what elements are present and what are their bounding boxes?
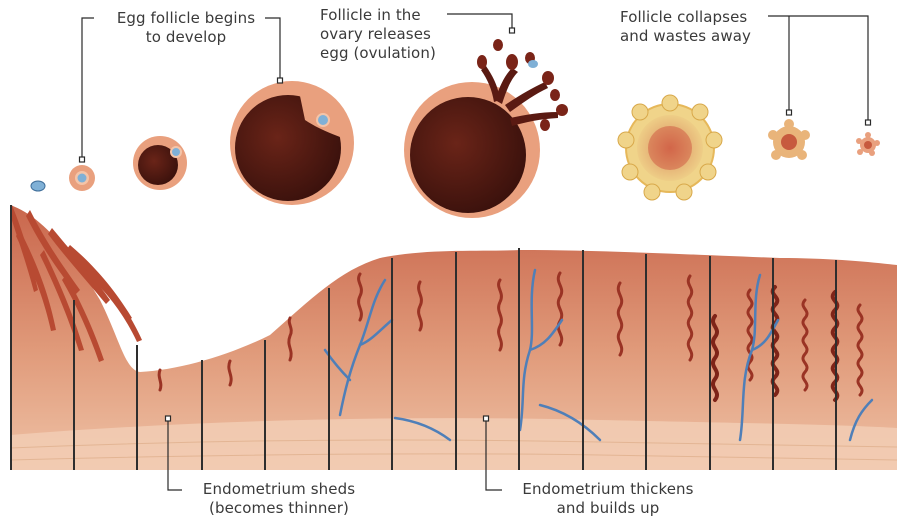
label-thickens-line2: and builds up — [557, 499, 660, 517]
corpus-shrinking — [768, 119, 810, 160]
label-ovulation-line3: egg (ovulation) — [320, 44, 436, 62]
label-ovulation-line2: ovary releases — [320, 25, 431, 43]
label-egg-follicle: Egg follicle begins to develop — [100, 9, 272, 47]
label-follicle-collapse: Follicle collapses and wastes away — [620, 8, 770, 46]
label-sheds-line2: (becomes thinner) — [209, 499, 349, 517]
label-collapse-line1: Follicle collapses — [620, 8, 747, 26]
label-collapse-line2: and wastes away — [620, 27, 751, 45]
follicle-stages — [31, 39, 880, 218]
label-egg-follicle-line1: Egg follicle begins — [117, 9, 255, 27]
label-egg-follicle-line2: to develop — [146, 28, 227, 46]
label-endometrium-thickens: Endometrium thickens and builds up — [508, 480, 708, 518]
follicle-secondary — [133, 136, 187, 190]
label-sheds-line1: Endometrium sheds — [203, 480, 355, 498]
follicle-primordial — [31, 181, 45, 191]
follicle-ovulating — [404, 39, 568, 218]
label-ovulation-line1: Follicle in the — [320, 6, 421, 24]
corpus-luteum — [618, 95, 722, 200]
label-ovulation: Follicle in the ovary releases egg (ovul… — [320, 6, 450, 63]
label-thickens-line1: Endometrium thickens — [522, 480, 693, 498]
label-endometrium-sheds: Endometrium sheds (becomes thinner) — [190, 480, 368, 518]
follicle-mature — [230, 81, 354, 205]
corpus-albicans — [856, 132, 880, 156]
follicle-primary — [69, 165, 95, 191]
endometrium-band — [10, 205, 897, 470]
